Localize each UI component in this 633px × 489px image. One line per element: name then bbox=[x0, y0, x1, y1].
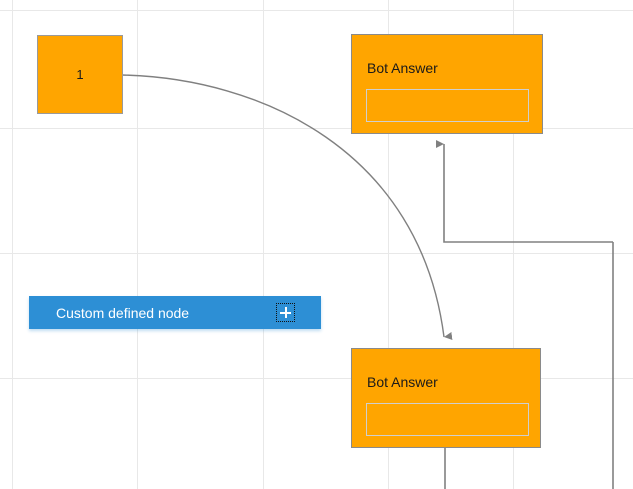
node-bot-answer-top[interactable]: Bot Answer bbox=[351, 34, 543, 134]
node-bot-answer-top-slot[interactable] bbox=[366, 89, 529, 122]
node-bot-answer-top-title: Bot Answer bbox=[367, 60, 438, 76]
node-bot-answer-bottom[interactable]: Bot Answer bbox=[351, 348, 541, 448]
plus-icon[interactable] bbox=[276, 303, 295, 322]
custom-defined-node-bar[interactable]: Custom defined node bbox=[29, 296, 321, 329]
node-bot-answer-bottom-slot[interactable] bbox=[366, 403, 529, 436]
node-start[interactable]: 1 bbox=[37, 35, 123, 114]
plus-icon-vertical-bar bbox=[284, 307, 287, 318]
edge-start-to-bot-bottom[interactable] bbox=[121, 74, 453, 340]
node-start-label: 1 bbox=[76, 67, 84, 82]
custom-defined-node-label: Custom defined node bbox=[56, 304, 190, 321]
edge-loop-back-to-bot-top[interactable] bbox=[436, 140, 613, 243]
node-bot-answer-bottom-title: Bot Answer bbox=[367, 374, 438, 390]
